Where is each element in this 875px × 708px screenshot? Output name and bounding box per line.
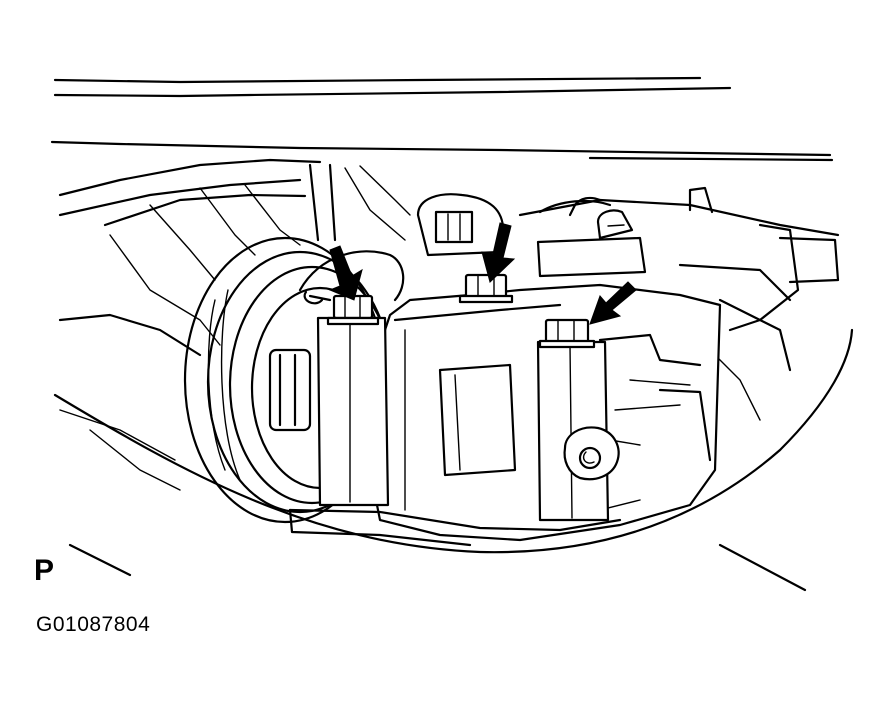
right-body-structure xyxy=(518,186,840,421)
figure-id: G01087804 xyxy=(36,613,151,636)
compressor-base xyxy=(288,508,622,547)
service-port xyxy=(563,426,620,481)
upper-body-panel xyxy=(50,76,834,162)
bolt-center xyxy=(458,273,514,304)
bolt-left xyxy=(326,294,380,326)
left-body-structure xyxy=(58,158,411,491)
view-outline xyxy=(53,328,854,592)
hose-bracket xyxy=(298,250,405,305)
arrow-center xyxy=(481,222,516,283)
arrow-left xyxy=(328,245,363,301)
valve-block xyxy=(536,209,647,278)
electrical-connector xyxy=(416,193,505,257)
bolt-right xyxy=(538,318,596,349)
arrow-right xyxy=(589,281,637,325)
view-label: P xyxy=(34,554,55,587)
left-mounting-boss xyxy=(316,316,390,507)
